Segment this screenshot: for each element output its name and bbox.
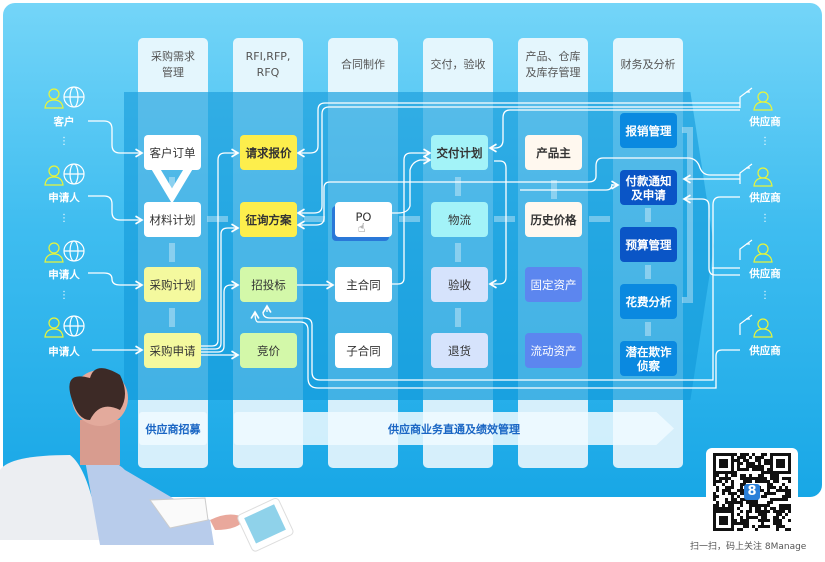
qr-code[interactable]: 8	[706, 448, 798, 536]
node-price-history[interactable]: 历史价格	[525, 202, 582, 237]
node-expense-mgmt[interactable]: 报销管理	[620, 113, 677, 148]
supplier-recruitment-banner[interactable]: 供应商招募	[139, 412, 207, 445]
ellipsis: ⋮	[760, 290, 770, 301]
po-label: PO	[355, 210, 372, 224]
supplier-icon	[739, 314, 773, 338]
column-title: 财务及分析	[613, 38, 683, 92]
node-payment-notice[interactable]: 付款通知 及申请	[620, 170, 677, 205]
actor-customer: 客户	[53, 116, 75, 128]
globe-icon	[63, 315, 85, 337]
actor-supplier: 供应商	[749, 116, 781, 128]
node-logistics[interactable]: 物流	[431, 202, 488, 237]
actor-requester: 申请人	[48, 192, 80, 204]
node-return[interactable]: 退货	[431, 333, 488, 368]
column-demand: 采购需求 管理	[138, 38, 208, 468]
node-product-master[interactable]: 产品主	[525, 135, 582, 170]
actor-supplier: 供应商	[749, 268, 781, 280]
column-title: RFI,RFP, RFQ	[233, 38, 303, 92]
node-fixed-assets[interactable]: 固定资产	[525, 267, 582, 302]
person-icon	[44, 317, 64, 338]
qr-pattern	[713, 453, 791, 531]
actor-supplier: 供应商	[749, 192, 781, 204]
node-spend-analysis[interactable]: 花费分析	[620, 284, 677, 319]
globe-icon	[63, 86, 85, 108]
node-auction[interactable]: 竞价	[240, 333, 297, 368]
hand-cursor-icon: ☝	[358, 221, 366, 235]
supplier-performance-banner[interactable]: 供应商业务直通及绩效管理	[234, 412, 674, 445]
column-title: 产品、仓库 及库存管理	[518, 38, 588, 92]
ellipsis: ⋮	[59, 136, 69, 147]
node-bidding[interactable]: 招投标	[240, 267, 297, 302]
qr-finder	[719, 516, 728, 525]
ellipsis: ⋮	[59, 290, 69, 301]
column-title: 采购需求 管理	[138, 38, 208, 92]
person-icon	[44, 88, 64, 109]
brand-logo: 8	[744, 484, 760, 500]
node-inquiry-plan[interactable]: 征询方案	[240, 202, 297, 237]
person-icon	[44, 242, 64, 263]
node-delivery-plan[interactable]: 交付计划	[431, 135, 488, 170]
node-acceptance[interactable]: 验收	[431, 267, 488, 302]
globe-icon	[63, 163, 85, 185]
node-material-plan[interactable]: 材料计划	[144, 202, 201, 237]
node-po[interactable]: PO	[335, 202, 392, 237]
qr-finder	[719, 459, 728, 468]
tablet-icon	[237, 497, 294, 552]
actor-requester: 申请人	[48, 269, 80, 281]
node-quote-request[interactable]: 请求报价	[240, 135, 297, 170]
actor-requester: 申请人	[48, 346, 80, 358]
node-fraud-detection[interactable]: 潜在欺诈 侦察	[620, 341, 677, 376]
qr-caption: 扫一扫，码上关注 8Manage	[690, 542, 807, 552]
actor-supplier: 供应商	[749, 345, 781, 357]
supplier-icon	[739, 163, 773, 187]
node-purchase-plan[interactable]: 采购计划	[144, 267, 201, 302]
ellipsis: ⋮	[760, 136, 770, 147]
qr-finder	[776, 459, 785, 468]
column-title: 交付，验收	[423, 38, 493, 92]
ellipsis: ⋮	[760, 213, 770, 224]
node-budget-mgmt[interactable]: 预算管理	[620, 227, 677, 262]
node-sub-contract[interactable]: 子合同	[335, 333, 392, 368]
column-title: 合同制作	[328, 38, 398, 92]
person-icon	[44, 165, 64, 186]
supplier-icon	[739, 87, 773, 111]
node-purchase-request[interactable]: 采购申请	[144, 333, 201, 368]
node-current-assets[interactable]: 流动资产	[525, 333, 582, 368]
node-master-contract[interactable]: 主合同	[335, 267, 392, 302]
supplier-icon	[739, 239, 773, 263]
ellipsis: ⋮	[59, 213, 69, 224]
node-customer-order[interactable]: 客户订单	[144, 135, 201, 170]
globe-icon	[63, 240, 85, 262]
process-band	[124, 92, 714, 400]
